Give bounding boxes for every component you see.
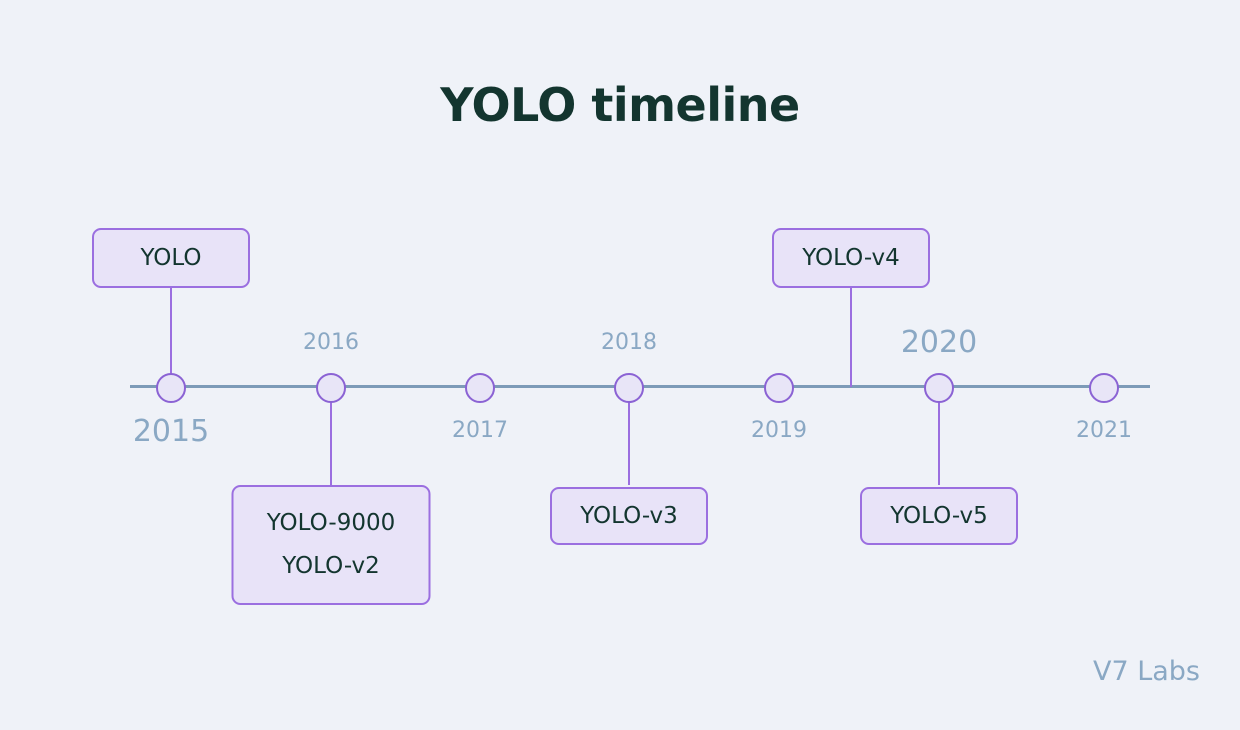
event-box-yolov3-label: YOLO-v3: [580, 502, 678, 529]
connector-yolo9000: [330, 387, 332, 485]
event-box-yolo9000-label-1: YOLO-9000: [266, 510, 396, 536]
timeline-dot-2021[interactable]: [1089, 373, 1119, 403]
event-box-yolo[interactable]: YOLO: [92, 228, 250, 288]
timeline-dot-2019[interactable]: [764, 373, 794, 403]
connector-yolo: [170, 288, 172, 387]
year-label-2016: 2016: [303, 330, 359, 355]
watermark: V7 Labs: [1092, 656, 1200, 687]
connector-yolov4: [850, 288, 852, 387]
timeline-dot-2020[interactable]: [924, 373, 954, 403]
event-box-yolo9000[interactable]: YOLO-9000 YOLO-v2: [231, 485, 431, 605]
timeline-dot-2018[interactable]: [614, 373, 644, 403]
connector-yolov5: [938, 387, 940, 485]
timeline-dot-2016[interactable]: [316, 373, 346, 403]
timeline-dot-2017[interactable]: [465, 373, 495, 403]
event-box-yolov3[interactable]: YOLO-v3: [550, 487, 708, 545]
year-label-2019: 2019: [751, 418, 807, 443]
event-box-yolo-label: YOLO: [140, 244, 202, 271]
year-label-2015: 2015: [132, 414, 210, 449]
year-label-2021: 2021: [1076, 418, 1132, 443]
timeline-dot-2015[interactable]: [156, 373, 186, 403]
event-box-yolov5[interactable]: YOLO-v5: [860, 487, 1018, 545]
event-box-yolov5-label: YOLO-v5: [890, 502, 988, 529]
year-label-2017: 2017: [452, 418, 508, 443]
event-box-yolov4-label: YOLO-v4: [802, 244, 900, 271]
event-box-yolo9000-label-2: YOLO-v2: [282, 553, 380, 579]
year-label-2018: 2018: [601, 330, 657, 355]
event-box-yolov4[interactable]: YOLO-v4: [772, 228, 930, 288]
page-title: YOLO timeline: [440, 78, 800, 132]
year-label-2020: 2020: [900, 325, 978, 360]
connector-yolov3: [628, 387, 630, 485]
